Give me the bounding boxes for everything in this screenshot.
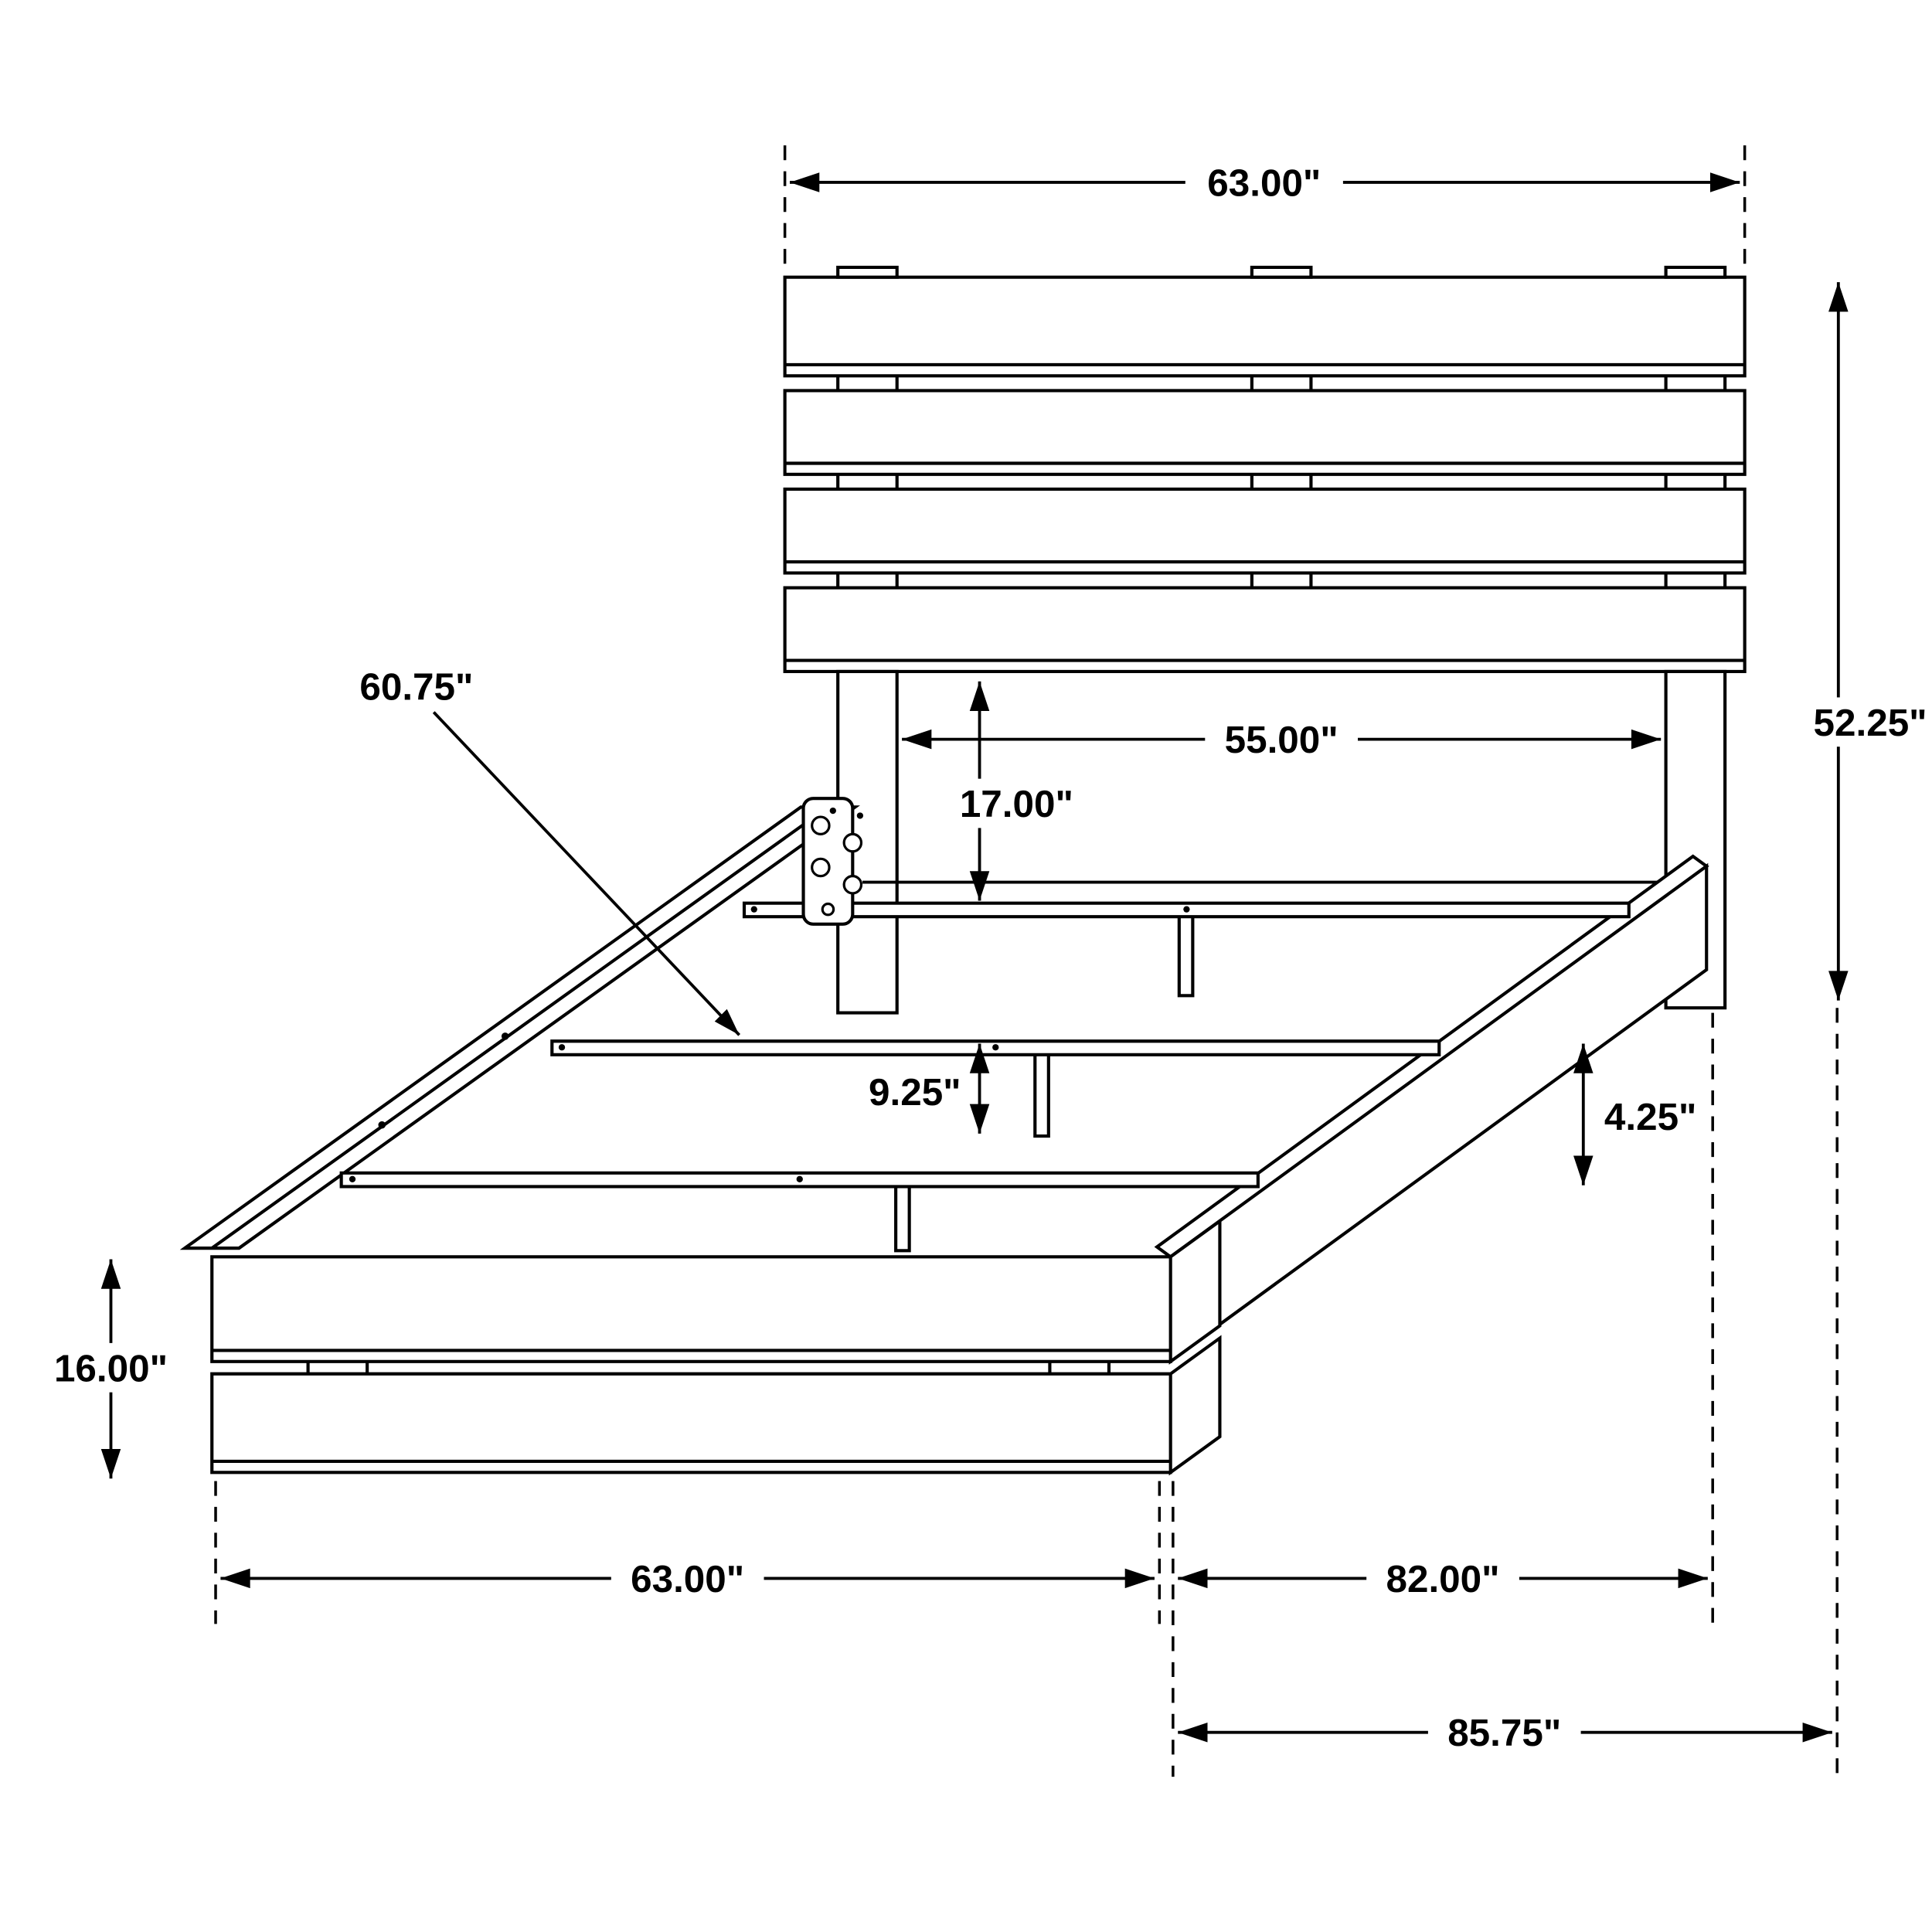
arrowhead-right: [1631, 729, 1662, 750]
dim-footboard-width: 63.00": [214, 1481, 1162, 1624]
dimension-label: 17.00": [960, 783, 1073, 825]
dimension-label: 4.25": [1604, 1096, 1697, 1138]
dim-footboard-height: 16.00": [39, 1259, 182, 1479]
arrowhead-left: [1178, 1722, 1208, 1743]
arrowhead-up: [100, 1259, 121, 1289]
screw-dot: [992, 1044, 999, 1051]
arrowhead-right: [1124, 1568, 1155, 1589]
arrowhead-left: [1178, 1568, 1208, 1589]
arrowhead-down: [969, 871, 990, 901]
dimension-label: 60.75": [359, 666, 473, 709]
headboard-planks: [783, 275, 1747, 674]
arrowhead-left: [902, 729, 932, 750]
footboard: [210, 1217, 1222, 1476]
arrowhead-up: [969, 681, 990, 711]
bed-frame: [179, 265, 1747, 1476]
dimension-label: 63.00": [631, 1558, 744, 1600]
arrowhead-down: [1573, 1155, 1594, 1185]
bracket-hole: [811, 857, 831, 878]
arrowhead-right: [1802, 1722, 1832, 1743]
side-rail-left: [179, 805, 860, 1250]
dim-inner-width: 55.00": [902, 714, 1662, 764]
bracket-hole: [811, 815, 831, 835]
arrowhead-up: [1828, 282, 1849, 312]
slats: [339, 901, 1631, 1253]
label-background: [1599, 1091, 1728, 1141]
leader-arrowhead: [714, 1009, 740, 1036]
label-background: [944, 778, 1090, 828]
dimension-label: 16.00": [54, 1347, 168, 1389]
screw-dot: [558, 1044, 566, 1051]
arrowhead-down: [1828, 971, 1849, 1001]
dim-headboard-height: 52.25": [1796, 282, 1932, 1001]
dimension-label: 63.00": [1207, 162, 1321, 205]
dim-slat-length: 60.75": [359, 666, 741, 1036]
bracket-hole: [842, 832, 863, 853]
label-background: [1366, 1553, 1519, 1604]
arrowhead-up: [1573, 1043, 1594, 1073]
screw-dot: [378, 1121, 386, 1129]
bracket-hole: [821, 902, 835, 917]
arrowhead-right: [1678, 1568, 1708, 1589]
dim-slat-support-height: 9.25": [830, 1043, 990, 1134]
extension-lines: [1172, 1012, 1714, 1777]
arrowhead-down: [100, 1449, 121, 1479]
arrowhead-up: [969, 1043, 990, 1073]
mounting-bracket: [801, 797, 864, 926]
label-background: [1796, 697, 1932, 747]
arrowhead-left: [220, 1568, 250, 1589]
dimension-label: 52.25": [1814, 702, 1927, 744]
dim-headboard-width: 63.00": [783, 145, 1747, 271]
label-background: [1427, 1707, 1581, 1757]
screw-dots: [349, 906, 1190, 1182]
label-background: [830, 1066, 966, 1117]
label-background: [611, 1553, 764, 1604]
bracket-hole: [842, 875, 863, 895]
dimension-label: 9.25": [869, 1071, 961, 1114]
dimension-label: 82.00": [1386, 1558, 1499, 1600]
arrowhead-down: [969, 1104, 990, 1134]
screw-dot: [1183, 906, 1190, 913]
label-background: [1185, 158, 1343, 207]
bracket-bolt: [829, 807, 836, 815]
arrowhead-right: [1710, 172, 1740, 192]
screw-dot: [349, 1175, 356, 1182]
dim-headboard-to-slat: 17.00": [944, 681, 1090, 901]
label-background: [1205, 714, 1359, 764]
extension-lines: [783, 145, 1747, 271]
screw-dot: [796, 1175, 803, 1182]
dim-frame-length: 82.00": [1172, 1012, 1714, 1777]
dimension-label: 85.75": [1447, 1712, 1561, 1754]
screw-dot: [501, 1032, 509, 1040]
arrowhead-left: [790, 172, 820, 192]
dimension-label: 55.00": [1225, 719, 1338, 761]
bracket-bolt: [856, 812, 864, 819]
dim-side-rail-height: 4.25": [1573, 1043, 1728, 1185]
screw-dot: [750, 906, 757, 913]
leader-line: [432, 711, 741, 1036]
label-background: [39, 1342, 182, 1393]
dimensions: 63.00" 52.25" 55.00" 17.00": [39, 145, 1932, 1777]
dim-overall-length: 85.75": [1178, 1008, 1838, 1777]
headboard-battens: [836, 265, 1727, 588]
